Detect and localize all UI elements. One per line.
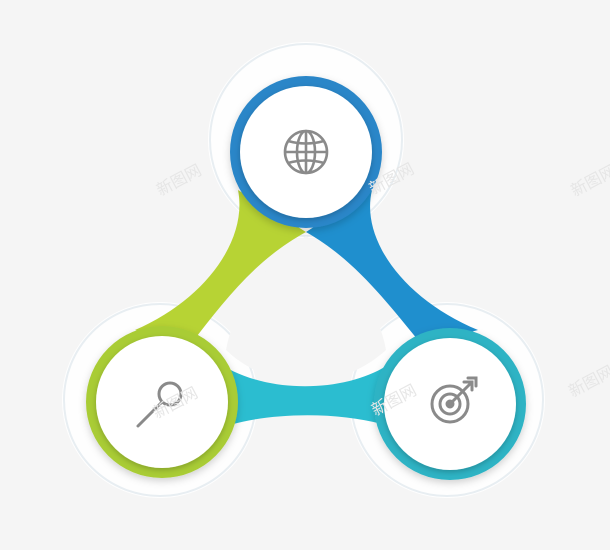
target-icon (430, 376, 478, 424)
connector-left-right (210, 360, 400, 432)
connector-top-right (306, 190, 478, 345)
connector-top-left (135, 190, 306, 345)
connector-bands (135, 190, 478, 432)
watermark-text: 新图网 (153, 160, 204, 199)
watermark-text: 新图网 (565, 362, 610, 401)
magnifier-icon (136, 381, 183, 428)
center-hole (226, 236, 386, 382)
globe-icon (283, 129, 329, 175)
watermark-text: 新图网 (568, 161, 610, 200)
